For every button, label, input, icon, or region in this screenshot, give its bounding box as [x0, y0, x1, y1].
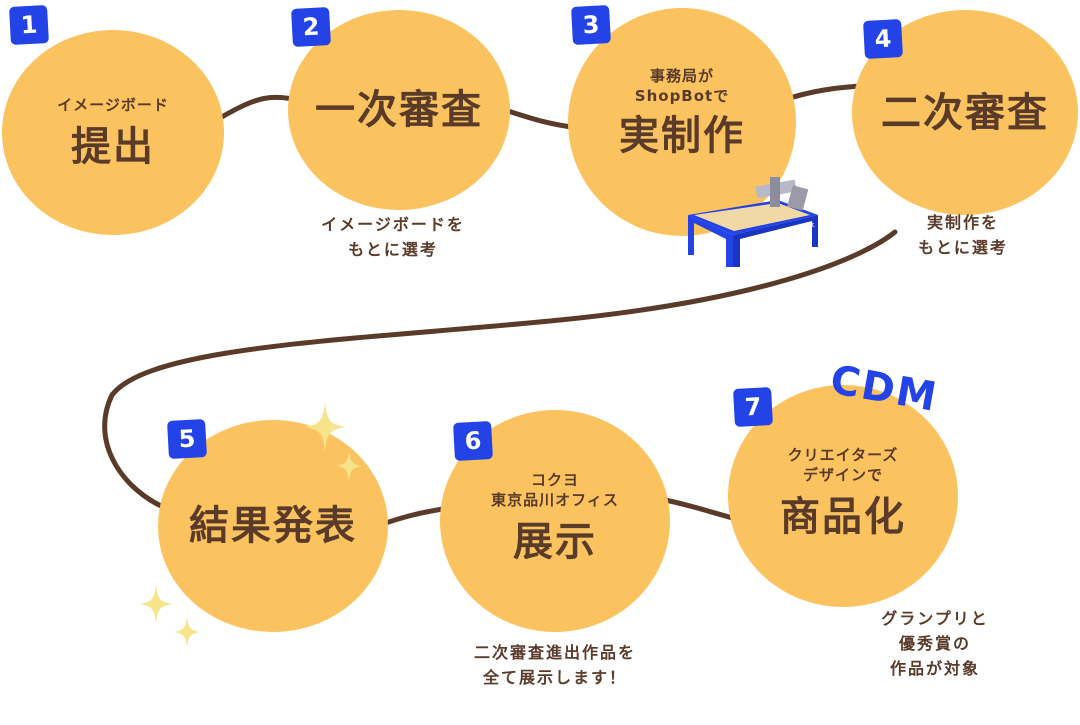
- step-4-title: 二次審査: [881, 89, 1049, 136]
- step-7-subtitle-2: デザインで: [802, 466, 883, 484]
- step-3-subtitle-2: ShopBotで: [634, 87, 730, 105]
- step-6-title: 展示: [513, 519, 597, 565]
- sparkle-icon: [140, 584, 172, 624]
- step-6-note: 二次審査進出作品を 全て展示します！: [440, 640, 670, 690]
- step-2-note-line2: もとに選考: [348, 240, 438, 259]
- step-7-note: グランプリと 優秀賞の 作品が対象: [840, 606, 1030, 681]
- connector-path-4-5: [102, 229, 898, 513]
- step-7-note-line1: グランプリと: [881, 609, 989, 628]
- step-2-badge: 2: [291, 7, 331, 47]
- step-1-badge: 1: [9, 5, 49, 45]
- step-2-note-line1: イメージボードを: [321, 215, 465, 234]
- step-6-circle: コクヨ 東京品川オフィス 展示: [440, 410, 670, 632]
- sparkle-icon: [336, 450, 362, 482]
- step-6-note-line2: 全て展示します！: [482, 668, 627, 687]
- step-6-subtitle-2: 東京品川オフィス: [491, 491, 619, 509]
- connector-path-3-4: [787, 83, 863, 101]
- step-1-circle: イメージボード 提出: [2, 30, 224, 235]
- step-4-note: 実制作を もとに選考: [878, 210, 1048, 260]
- step-3-title: 実制作: [619, 113, 745, 159]
- step-7-note-line3: 作品が対象: [889, 659, 980, 678]
- step-2-note: イメージボードを もとに選考: [288, 212, 498, 262]
- step-4-note-line1: 実制作を: [926, 213, 999, 232]
- step-6-badge: 6: [453, 421, 493, 461]
- step-1-subtitle: イメージボード: [57, 95, 169, 114]
- step-5-title: 結果発表: [189, 503, 357, 549]
- step-3-badge: 3: [571, 5, 611, 45]
- step-4-note-line2: もとに選考: [918, 238, 1008, 257]
- step-7-subtitle-1: クリエイターズ: [787, 446, 899, 464]
- step-7-note-line2: 優秀賞の: [898, 634, 971, 653]
- step-6-subtitle-1: コクヨ: [530, 471, 579, 489]
- step-3-subtitle-1: 事務局が: [649, 67, 714, 85]
- step-2-title: 一次審査: [315, 87, 483, 133]
- step-7-badge: 7: [733, 387, 773, 427]
- cnc-machine-illustration: ShopBot: [688, 177, 818, 267]
- step-4-badge: 4: [863, 19, 903, 59]
- step-6-note-line1: 二次審査進出作品を: [473, 643, 636, 662]
- step-1-title: 提出: [71, 123, 155, 170]
- step-7-title: 商品化: [780, 494, 906, 540]
- sparkle-icon: [174, 616, 200, 648]
- sparkle-icon: [305, 402, 345, 452]
- step-5-badge: 5: [167, 419, 207, 459]
